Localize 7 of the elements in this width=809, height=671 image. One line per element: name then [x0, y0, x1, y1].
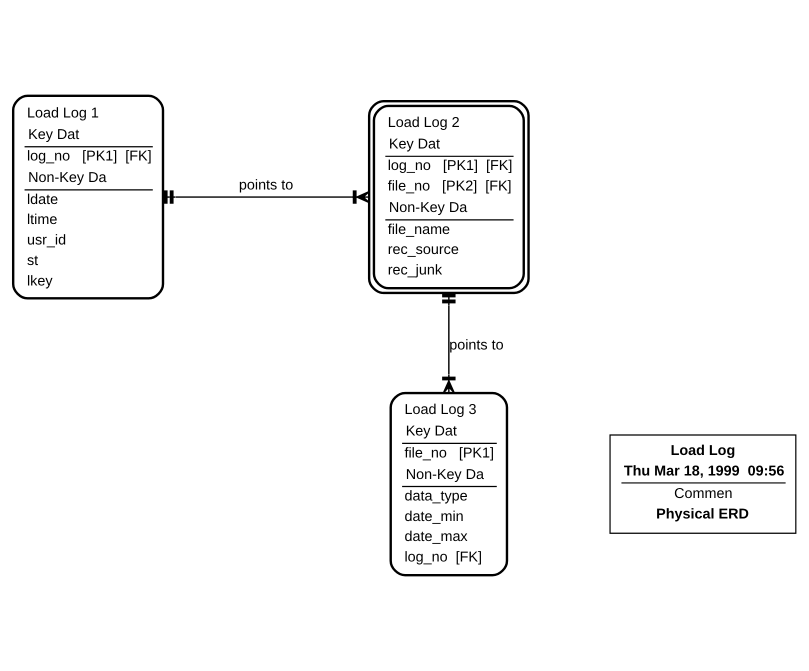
node-box: Load Log 1 Key Dat log_no [PK1] [FK] Non-Key Da ldate ltime usr_id st lkey: [12, 94, 164, 300]
connector: [442, 293, 456, 394]
edge-label: points to: [238, 177, 294, 194]
node-box: Load Log 2 Key Dat log_no [PK1] [FK] file_no [PK2] [FK] Non-Key Da file_name rec_source rec_junk: [368, 100, 530, 294]
node-box: Load Log 3 Key Dat file_no [PK1] Non-Key Da data_type date_min date_max log_no [FK]: [390, 392, 508, 576]
node-box: Load Log Thu Mar 18, 1999 09:56 Commen Physical ERD: [609, 434, 796, 534]
edge-label: points to: [449, 337, 504, 354]
